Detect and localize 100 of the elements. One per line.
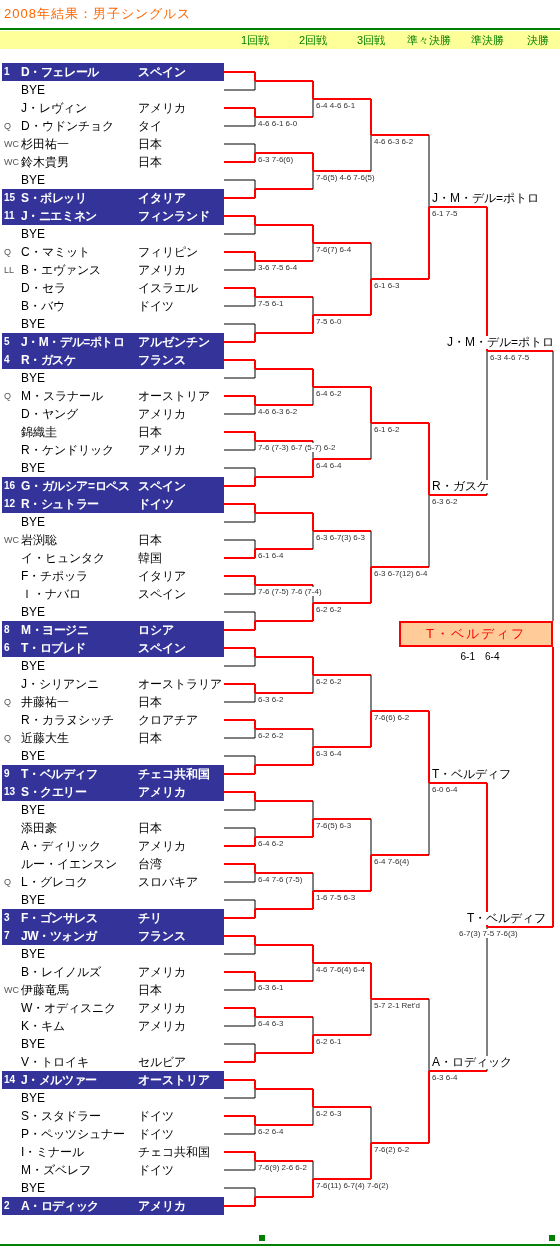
player-name: B・バウ [21,298,65,315]
player-name: L・グレコク [21,874,88,891]
player-country: ドイツ [138,1126,174,1143]
final-score: 6-1 6-4 [459,650,501,664]
player-name: BYE [21,658,45,675]
round-header: 準々決勝 [407,33,451,47]
player-name: M・スラナール [21,388,103,405]
entry-type: Q [4,390,11,403]
match-score: 4-6 6-3 6-2 [257,407,299,416]
match-score: 7-6(2) 6-2 [373,1145,411,1154]
player-name: A・ディリック [21,838,101,855]
player-country: 台湾 [138,856,162,873]
entry-type: WC [4,138,19,151]
player-name: 鈴木貴男 [21,154,69,171]
seeded-player-bar [2,351,224,369]
player-name: I・ミナール [21,1144,85,1161]
player-name: A・ロディック [21,1198,99,1215]
player-country: タイ [138,118,162,135]
seed-number: 11 [4,209,15,223]
match-score: 7-6(9) 2-6 6-2 [257,1163,308,1172]
player-country: アメリカ [138,964,186,981]
match-score: 7-6(6) 6-2 [373,713,411,722]
match-score: 6-3 6-2 [257,695,285,704]
player-country: セルビア [138,1054,186,1071]
seed-number: 5 [4,335,10,349]
player-name: B・レイノルズ [21,964,101,981]
player-name: T・ロブレド [21,640,86,657]
match-score: 7-6 (7-5) 7-6 (7-4) [257,587,323,596]
match-score: 6-3 6-7(3) 6-3 [315,533,366,542]
match-score: 7-6(5) 6-3 [315,821,353,830]
seed-number: 13 [4,785,16,799]
player-name: 錦織圭 [21,424,57,441]
entry-type: WC [4,156,19,169]
player-name: BYE [21,226,45,243]
player-country: 日本 [138,820,162,837]
player-name: ルー・イエンスン [21,856,117,873]
player-name: C・マミット [21,244,90,261]
seeded-player-bar [2,909,224,927]
player-name: BYE [21,172,45,189]
entry-type: WC [4,984,19,997]
player-name: D・ウドンチョク [21,118,114,135]
match-score: 6-4 6-3 [257,1019,285,1028]
round-header: 決勝 [527,33,549,47]
player-country: 日本 [138,694,162,711]
seed-number: 14 [4,1073,16,1087]
player-name: T・ベルディフ [21,766,98,783]
player-name: F・ゴンサレス [21,910,98,927]
winner-name: R・ガスケ [431,480,490,493]
player-name: G・ガルシア=ロペス [21,478,130,495]
player-country: チェコ共和国 [138,766,210,783]
player-name: 岩渕聡 [21,532,57,549]
player-country: 韓国 [138,550,162,567]
player-country: オーストリア [138,1072,210,1089]
player-name: W・オディスニク [21,1000,117,1017]
player-country: スペイン [138,586,186,603]
player-name: BYE [21,460,45,477]
match-score: 6-3 6-7(12) 6-4 [373,569,429,578]
match-score: 6-2 6-2 [315,677,343,686]
player-country: 日本 [138,136,162,153]
player-name: 井藤祐一 [21,694,69,711]
player-name: J・シリアンニ [21,676,99,693]
match-score: 6-1 6-3 [373,281,401,290]
seed-number: 8 [4,623,10,637]
seeded-player-bar [2,927,224,945]
match-score: 6-3 4-6 7-5 [489,353,531,362]
player-name: BYE [21,514,45,531]
match-score: 6-2 6-2 [315,605,343,614]
player-name: 添田豪 [21,820,57,837]
seed-number: 1 [4,65,10,79]
player-country: スペイン [138,64,186,81]
player-country: アメリカ [138,784,186,801]
player-country: オーストリア [138,388,210,405]
player-country: アメリカ [138,406,186,423]
match-score: 6-4 4-6 6-1 [315,101,357,110]
player-country: ドイツ [138,298,174,315]
player-name: M・ズベレフ [21,1162,91,1179]
seed-number: 12 [4,497,16,511]
seeded-player-bar [2,639,224,657]
match-score: 4-6 7-6(4) 6-4 [315,965,366,974]
entry-type: LL [4,264,14,277]
round-header: 3回戦 [356,33,386,47]
player-name: M・ヨージニ [21,622,89,639]
player-name: R・シュトラー [21,496,99,513]
player-name: K・キム [21,1018,65,1035]
winner-name: J・M・デル=ポトロ [431,192,540,205]
player-country: イタリア [138,568,186,585]
seeded-player-bar [2,1071,224,1089]
match-score: 6-2 6-2 [257,731,285,740]
seed-number: 3 [4,911,10,925]
player-country: アメリカ [138,100,186,117]
player-country: スペイン [138,478,186,495]
player-name: BYE [21,1180,45,1197]
player-country: 日本 [138,982,162,999]
player-name: R・カラヌシッチ [21,712,114,729]
entry-type: Q [4,732,11,745]
player-country: アメリカ [138,838,186,855]
player-country: イスラエル [138,280,198,297]
player-name: 近藤大生 [21,730,69,747]
player-country: 日本 [138,424,162,441]
player-name: BYE [21,1090,45,1107]
